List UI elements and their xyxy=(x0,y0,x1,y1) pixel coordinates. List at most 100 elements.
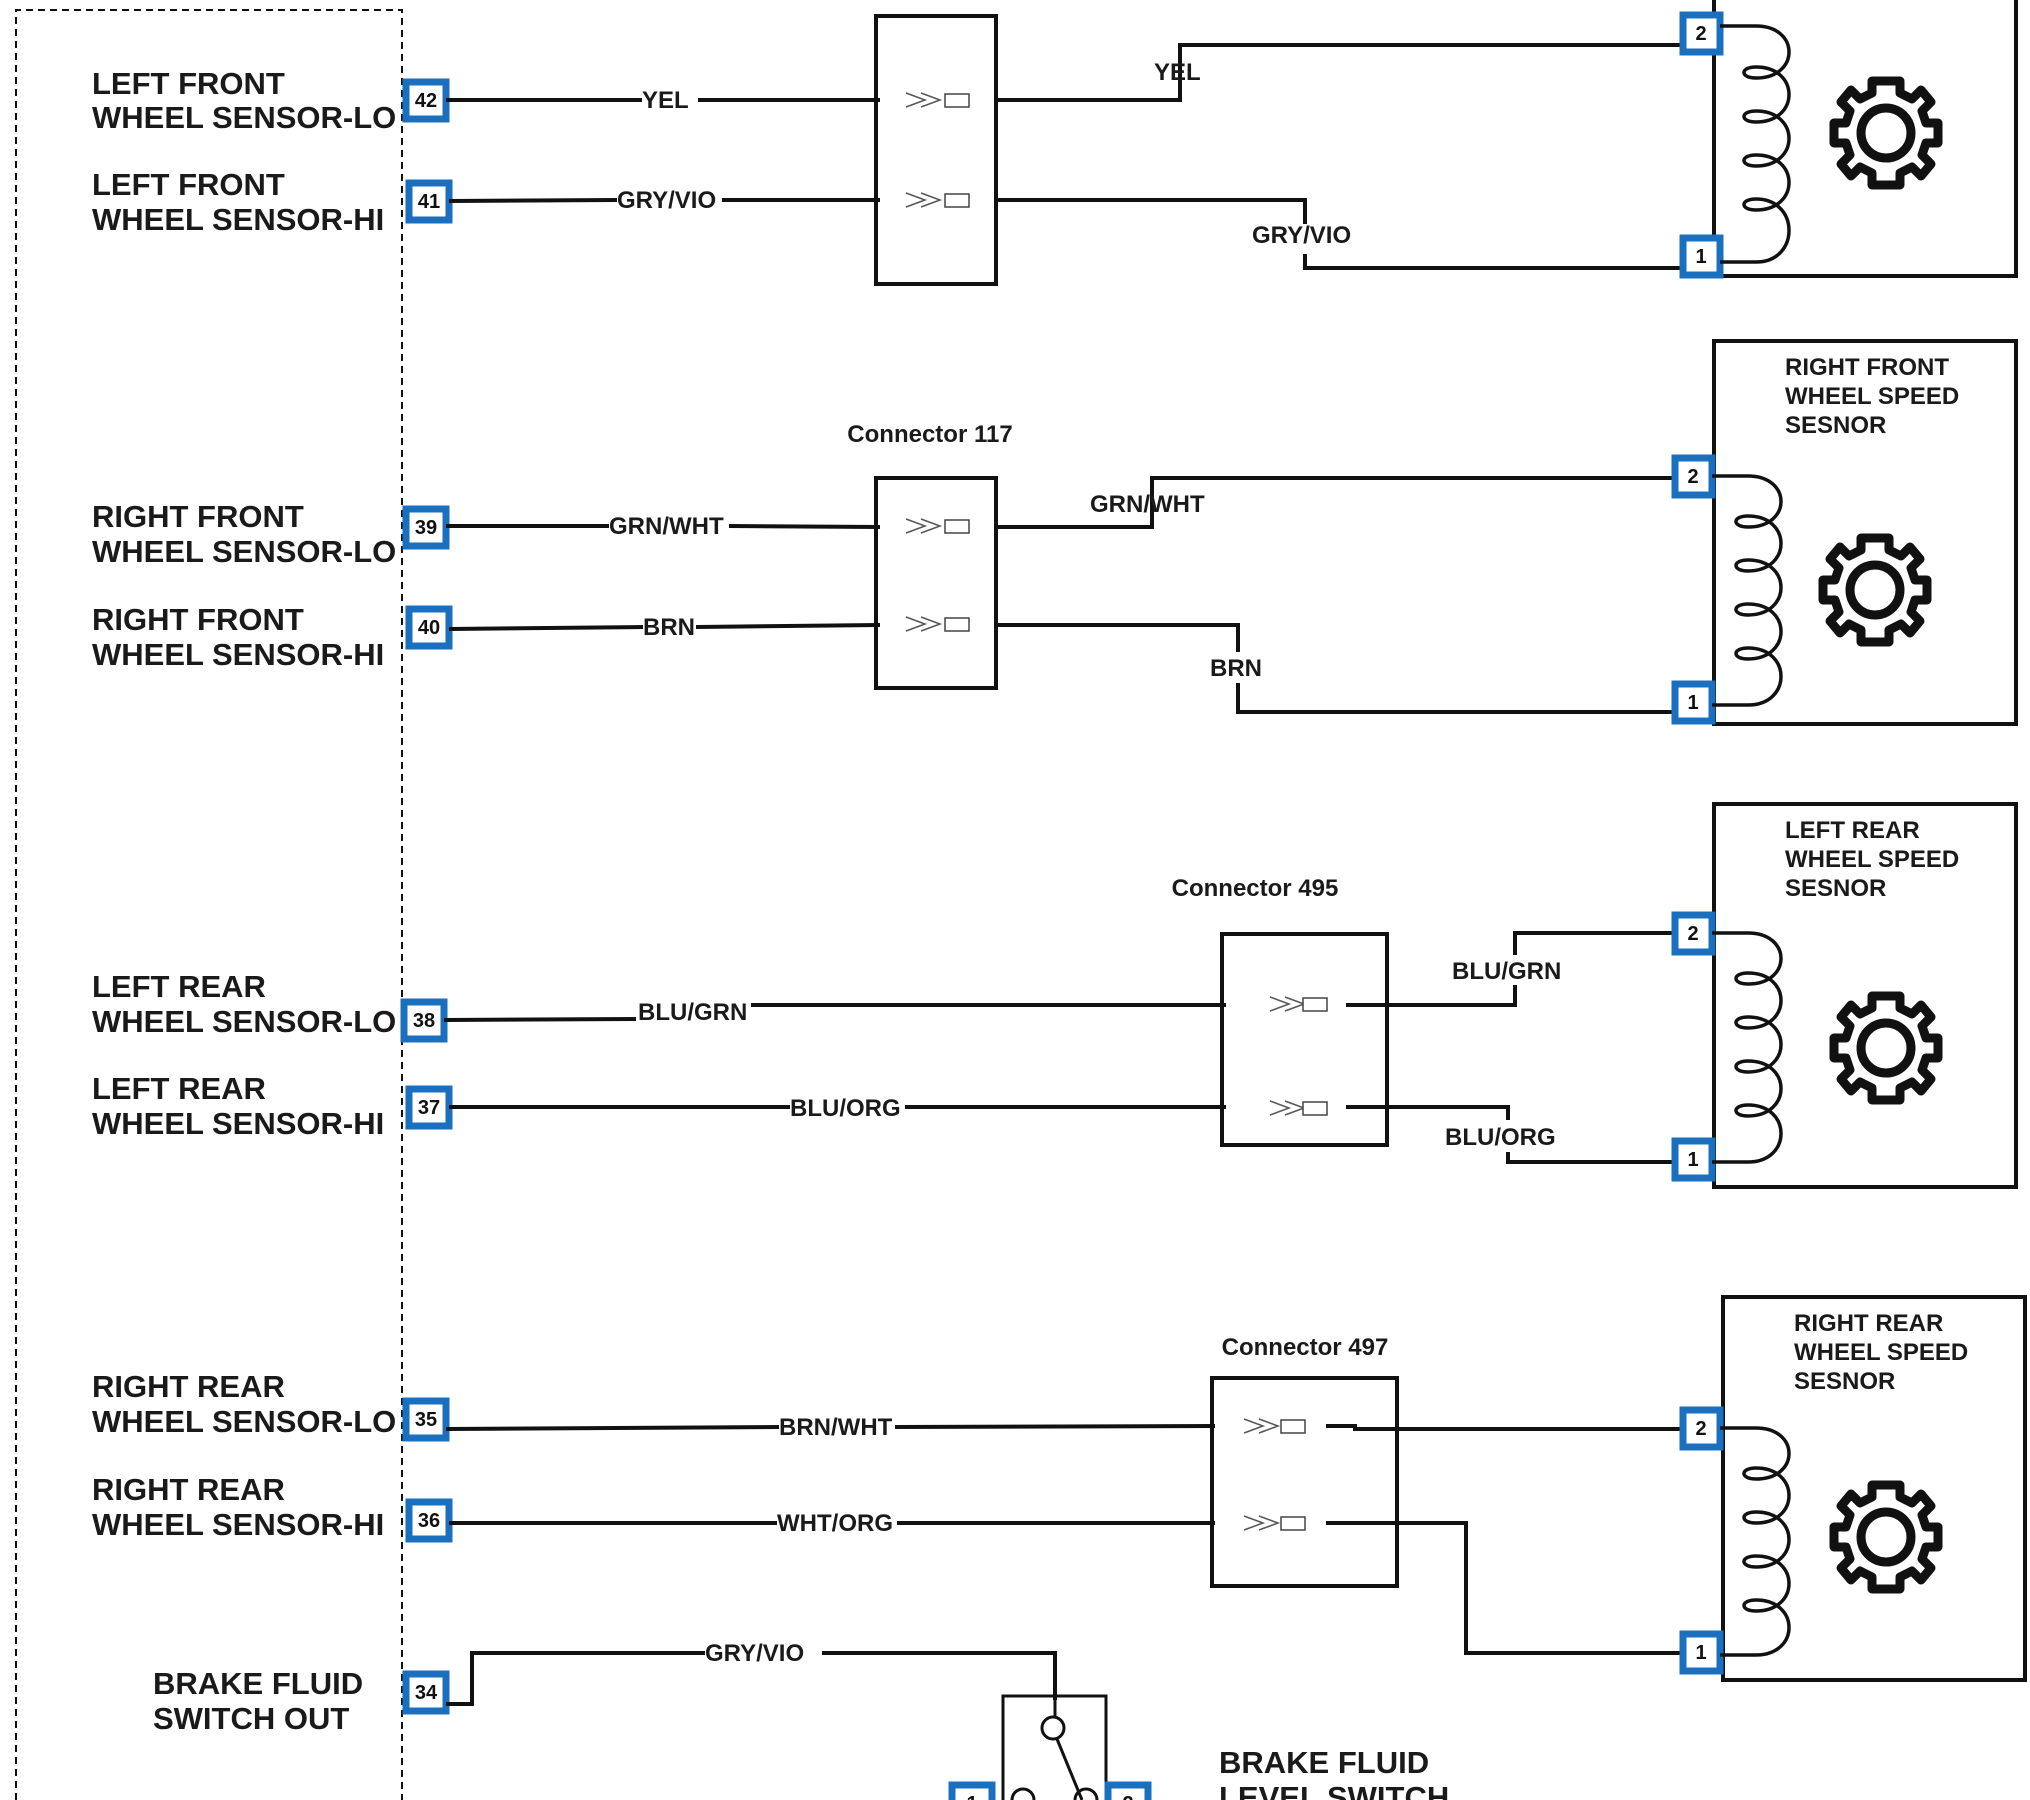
pin-number: 39 xyxy=(415,517,437,539)
sensor-title-line1: RIGHT REAR xyxy=(1794,1310,1943,1337)
module-label-line1: BRAKE FLUID xyxy=(153,1666,363,1701)
wire-lr-hi-sensor xyxy=(1346,1105,1675,1164)
module-label-line1: RIGHT REAR xyxy=(92,1472,285,1507)
coil-icon xyxy=(1720,1426,1791,1657)
module-label-rf-hi: RIGHT FRONT WHEEL SENSOR-HI xyxy=(92,602,384,672)
wire-label: GRN/WHT xyxy=(609,513,724,540)
wire-rr-lo-module xyxy=(445,1424,1216,1431)
pin-number: 38 xyxy=(413,1010,435,1032)
wire-rr-lo-sensor xyxy=(1326,1424,1683,1431)
module-label-lf-lo: LEFT FRONT WHEEL SENSOR-LO xyxy=(92,66,396,135)
wire-label: GRY/VIO xyxy=(1252,222,1351,249)
module-label-lf-hi: LEFT FRONT WHEEL SENSOR-HI xyxy=(92,167,384,237)
sensor-title-line2: WHEEL SPEED xyxy=(1785,846,1959,873)
pin-number: 37 xyxy=(418,1097,440,1119)
pin-number: 1 xyxy=(1687,1149,1698,1171)
sensor-pin: 1 xyxy=(1679,234,1724,279)
wire-label: YEL xyxy=(1154,59,1201,86)
module-pin-39: 39 xyxy=(402,505,450,550)
module-label-line2: SWITCH OUT xyxy=(153,1701,349,1736)
brake-switch-title-line2: LEVEL SWITCH xyxy=(1219,1780,1449,1800)
module-label-line2: WHEEL SENSOR-HI xyxy=(92,202,384,237)
connector-title: Connector 495 xyxy=(1172,875,1339,902)
wire-lf-hi-module xyxy=(448,198,880,203)
sensor-title-line3: SESNOR xyxy=(1785,412,1886,439)
wire-brake xyxy=(446,1651,1057,1706)
sensor-title-line1: RIGHT FRONT xyxy=(1785,354,1949,381)
module-label-line1: LEFT FRONT xyxy=(92,66,285,101)
connector-497: Connector 497 xyxy=(1210,1334,1399,1588)
pin-number: 2 xyxy=(1687,923,1698,945)
sensor-pin: 2 xyxy=(1671,911,1716,956)
wire-label: WHT/ORG xyxy=(777,1510,893,1537)
pin-number: 1 xyxy=(1695,246,1706,268)
module-boundary xyxy=(15,9,403,1800)
sensor-title-line1: LEFT REAR xyxy=(1785,817,1920,844)
sensor-pin: 2 xyxy=(1671,454,1716,499)
wire-label: YEL xyxy=(642,87,689,114)
switch-contact xyxy=(1073,1787,1099,1800)
wire-rf-lo-sensor xyxy=(996,476,1675,529)
coil-icon xyxy=(1712,474,1783,707)
module-pin-36: 36 xyxy=(405,1498,453,1543)
sensor-pin: 1 xyxy=(1671,1137,1716,1182)
sensor-left-rear: LEFT REAR WHEEL SPEED SESNOR 2 1 xyxy=(1671,802,2018,1189)
brake-fluid-level-switch: 1 2 BRAKE FLUID LEVEL SWITCH xyxy=(948,1694,1449,1800)
wire-label: BLU/ORG xyxy=(790,1095,901,1122)
connector-terminal xyxy=(1243,1418,1306,1434)
wire-label: BLU/GRN xyxy=(1452,958,1561,985)
pin-number: 34 xyxy=(415,1682,438,1704)
switch-lever xyxy=(1055,1738,1084,1800)
connector-terminal xyxy=(905,616,970,632)
wire-lr-lo-sensor xyxy=(1346,931,1675,1007)
sensor-right-front: RIGHT FRONT WHEEL SPEED SESNOR 2 1 xyxy=(1671,339,2018,726)
module-label-rr-hi: RIGHT REAR WHEEL SENSOR-HI xyxy=(92,1472,384,1542)
sensor-title-line2: WHEEL SPEED xyxy=(1785,383,1959,410)
module-label-rr-lo: RIGHT REAR WHEEL SENSOR-LO xyxy=(92,1369,396,1439)
wire-lf-hi-sensor xyxy=(996,198,1683,270)
module-label-lr-hi: LEFT REAR WHEEL SENSOR-HI xyxy=(92,1071,384,1141)
gear-icon xyxy=(1829,991,1943,1105)
module-label-line1: LEFT REAR xyxy=(92,1071,266,1106)
module-pin-41: 41 xyxy=(405,179,453,224)
module-label-line1: RIGHT REAR xyxy=(92,1369,285,1404)
connector-terminal xyxy=(1269,996,1328,1012)
module-label-line2: WHEEL SENSOR-HI xyxy=(92,1106,384,1141)
connector-terminal xyxy=(1243,1515,1306,1531)
connector-495: Connector 495 xyxy=(1172,875,1389,1147)
sensor-title-line3: SESNOR xyxy=(1785,875,1886,902)
coil-icon xyxy=(1720,24,1791,264)
module-label-rf-lo: RIGHT FRONT WHEEL SENSOR-LO xyxy=(92,499,396,569)
wire-lr-lo-module xyxy=(443,1003,1226,1022)
pin-number: 1 xyxy=(1695,1642,1706,1664)
module-pin-35: 35 xyxy=(402,1397,450,1442)
module-label-line1: LEFT FRONT xyxy=(92,167,285,202)
module-label-line1: RIGHT FRONT xyxy=(92,602,304,637)
pin-number: 2 xyxy=(1695,1418,1706,1440)
sensor-pin: 2 xyxy=(1679,1406,1724,1451)
sensor-pin: 2 xyxy=(1679,11,1724,56)
connector-terminal xyxy=(905,192,970,208)
module-label-line2: WHEEL SENSOR-HI xyxy=(92,1507,384,1542)
wire-label: GRY/VIO xyxy=(617,187,716,214)
connector-terminal xyxy=(1269,1100,1328,1116)
wire-label: BRN xyxy=(1210,655,1262,682)
wire-rf-hi-sensor xyxy=(996,623,1675,714)
wire-label: BLU/ORG xyxy=(1445,1124,1556,1151)
switch-contact xyxy=(1040,1715,1066,1741)
wire-label: BRN/WHT xyxy=(779,1414,893,1441)
module-label-lr-lo: LEFT REAR WHEEL SENSOR-LO xyxy=(92,969,396,1039)
module-pin-38: 38 xyxy=(400,998,448,1043)
gear-icon xyxy=(1818,533,1932,647)
module-label-line1: LEFT REAR xyxy=(92,969,266,1004)
wire-label: BRN xyxy=(643,614,695,641)
switch-pin: 1 xyxy=(948,1781,996,1800)
pin-number: 2 xyxy=(1687,466,1698,488)
connector-terminal xyxy=(905,518,970,534)
connector-lf xyxy=(874,14,998,286)
brake-switch-title-line1: BRAKE FLUID xyxy=(1219,1745,1429,1780)
module-label-line2: WHEEL SENSOR-LO xyxy=(92,534,396,569)
pin-number: 1 xyxy=(1687,692,1698,714)
module-pin-37: 37 xyxy=(405,1085,453,1130)
